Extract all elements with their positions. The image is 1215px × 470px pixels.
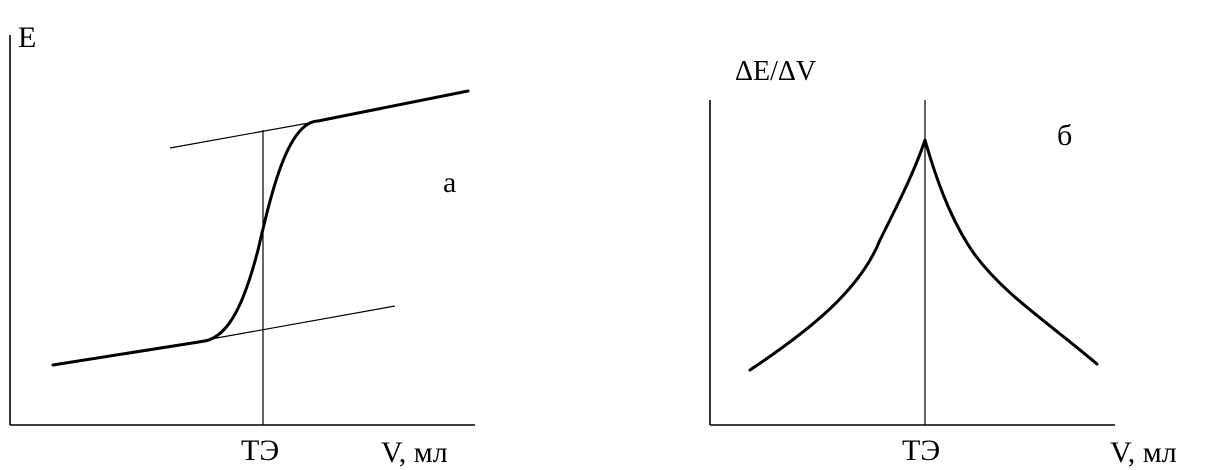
panel-a-panel-label: а bbox=[443, 166, 456, 199]
panel-a-marker-label: ТЭ bbox=[241, 434, 279, 467]
panel-a-x-axis-label: V, мл bbox=[381, 436, 448, 469]
panel-a-y-axis-label: E bbox=[18, 21, 36, 54]
panel-a-lower-tangent bbox=[199, 305, 396, 342]
panel-b-y-axis-label: ΔE/ΔV bbox=[735, 56, 816, 87]
panel-a-upper-tangent bbox=[169, 120, 321, 149]
panel-a-titration-curve bbox=[51, 89, 470, 367]
panel-b: ΔE/ΔV б ТЭ V, мл bbox=[709, 56, 1177, 469]
panel-a: E а ТЭ V, мл bbox=[9, 21, 475, 469]
panel-b-panel-label: б bbox=[1057, 119, 1072, 152]
panel-b-derivative-curve bbox=[748, 138, 1099, 372]
panel-b-marker-label: ТЭ bbox=[902, 434, 940, 467]
panel-b-x-axis-label: V, мл bbox=[1110, 436, 1177, 469]
